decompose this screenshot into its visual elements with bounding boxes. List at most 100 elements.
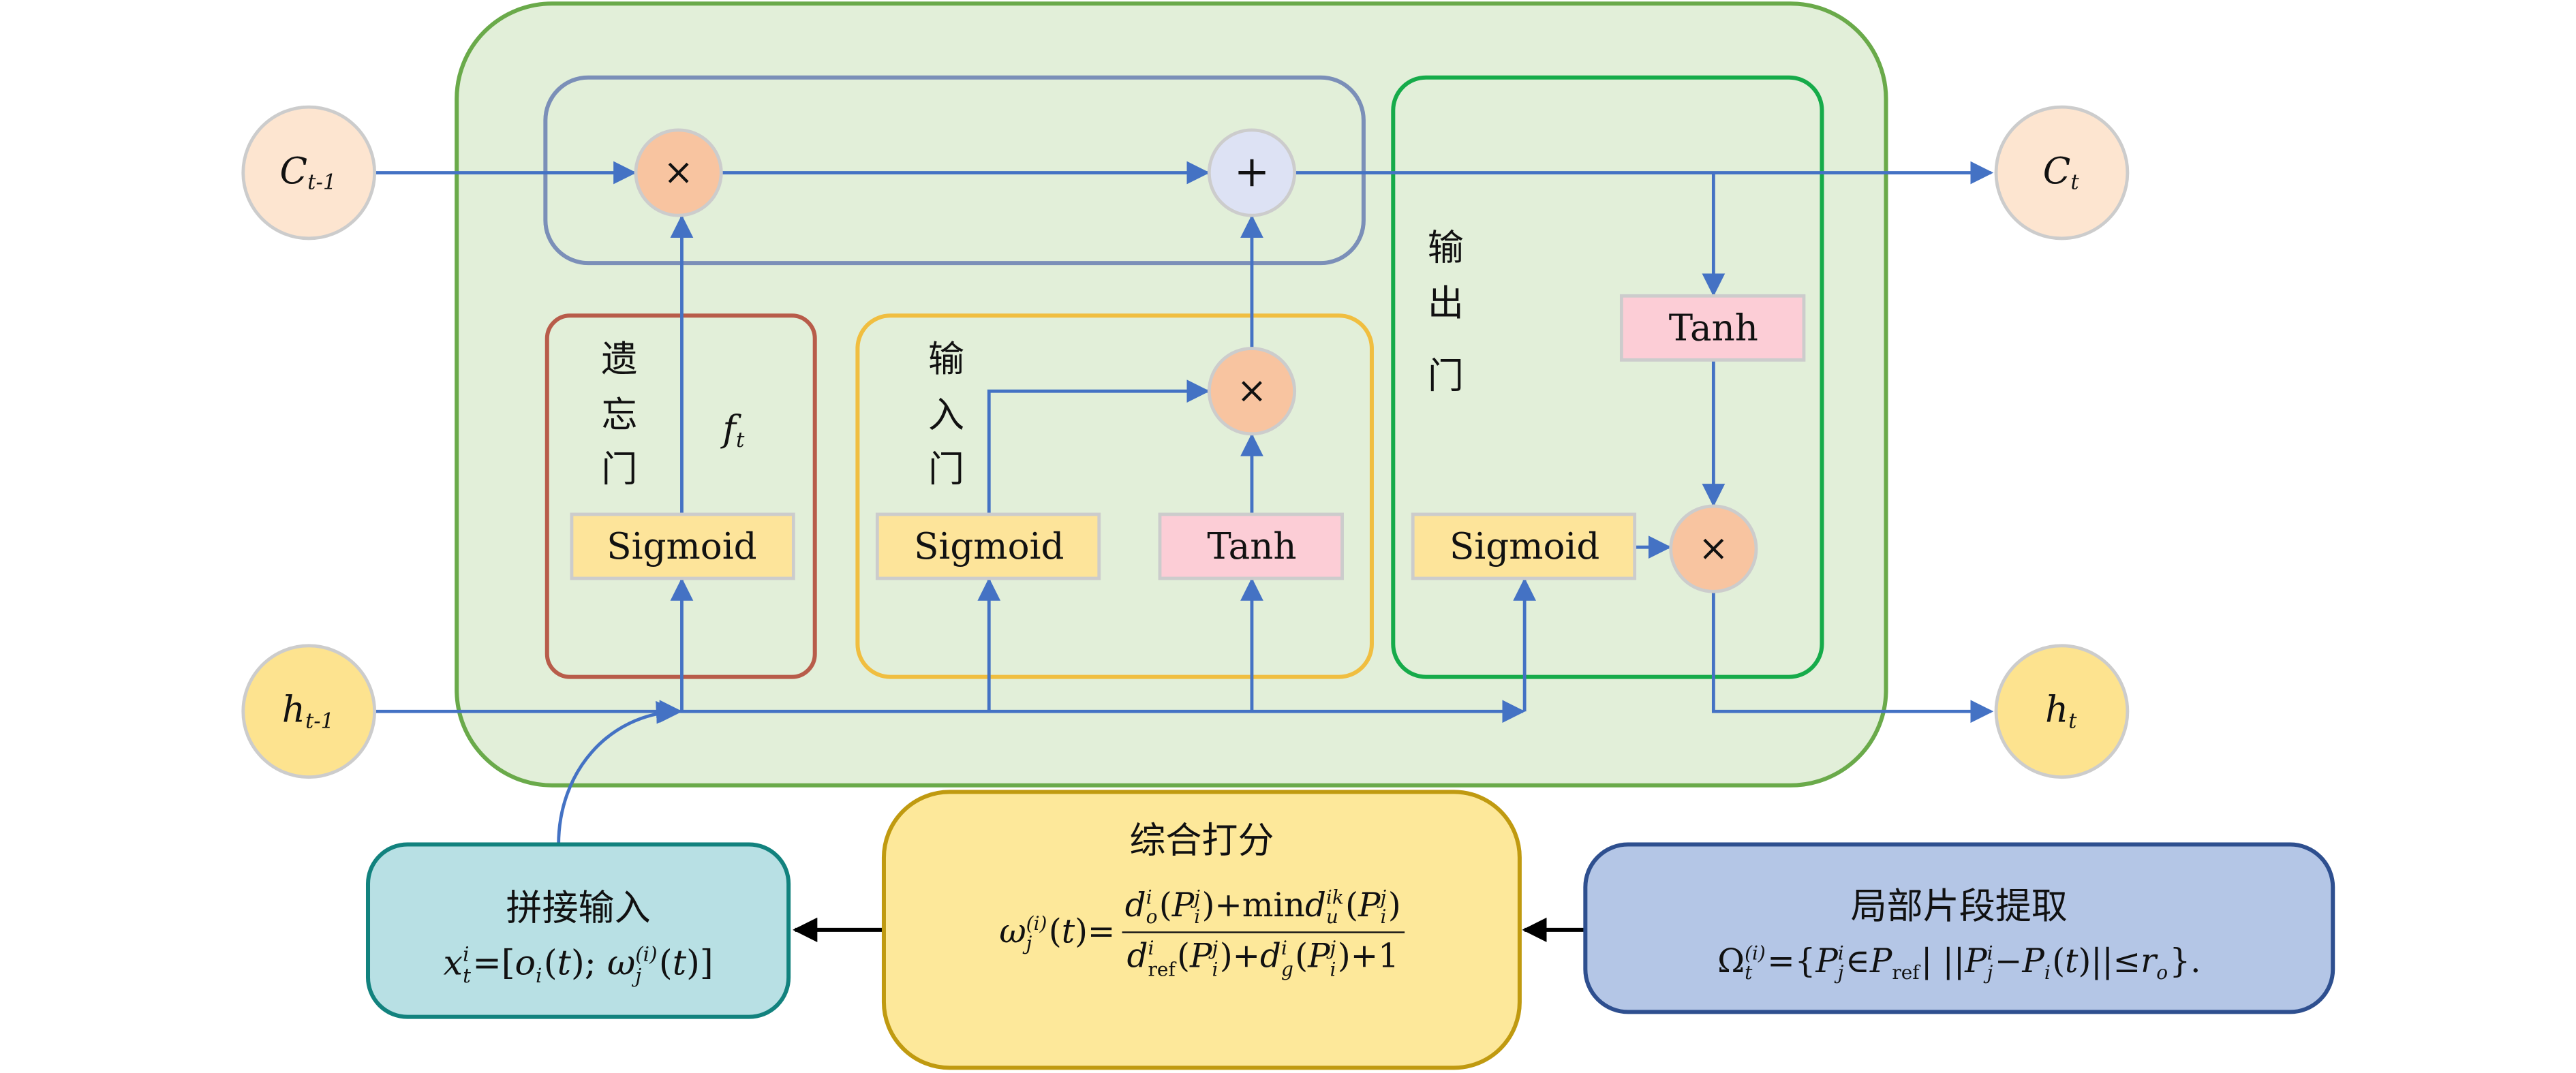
math-superscript: i bbox=[1987, 941, 1993, 965]
c-next-node bbox=[1994, 105, 2130, 240]
math-symbol: h bbox=[2044, 689, 2069, 732]
math-subscript: i bbox=[1194, 905, 1201, 929]
multiply-icon: × bbox=[663, 151, 693, 193]
concat-title: 拼接输入 bbox=[506, 888, 651, 930]
h-next-node bbox=[1994, 644, 2130, 779]
math-subscript: t-1 bbox=[305, 709, 335, 734]
output-tanh-box bbox=[1619, 294, 1806, 362]
math-operator: | || bbox=[1921, 940, 1965, 980]
input-sigmoid-box bbox=[875, 512, 1101, 580]
math-symbol: C bbox=[279, 151, 308, 193]
math-subscript: i bbox=[1380, 905, 1387, 929]
math-superscript: (i) bbox=[1026, 911, 1047, 935]
plus-icon: + bbox=[1234, 146, 1270, 196]
label-char: 门 bbox=[928, 448, 964, 491]
lstm-cell-container bbox=[455, 1, 1888, 788]
math-symbol: P bbox=[1171, 884, 1195, 924]
connections bbox=[374, 161, 1994, 845]
math-symbol: P bbox=[2022, 940, 2044, 980]
math-operator: )||≤ bbox=[2078, 940, 2141, 980]
math-symbol: ω bbox=[607, 943, 636, 983]
math-operator: ( bbox=[1177, 936, 1190, 976]
c-prev-node bbox=[241, 105, 377, 240]
cell-state-path-box bbox=[543, 75, 1366, 266]
math-subscript: i bbox=[1330, 957, 1336, 980]
c-next-label: C t bbox=[2043, 151, 2081, 195]
forget-signal-label: f t bbox=[722, 409, 746, 454]
math-symbol: h bbox=[281, 689, 305, 732]
output-multiply-node bbox=[1669, 504, 1758, 593]
math-superscript: j bbox=[1194, 885, 1200, 909]
math-superscript: j bbox=[1380, 885, 1387, 909]
math-subscript: t bbox=[736, 429, 745, 454]
math-operator: )= bbox=[1075, 910, 1116, 950]
math-operator: ( bbox=[1345, 884, 1359, 924]
math-superscript: i bbox=[1146, 885, 1152, 909]
math-superscript: j bbox=[1330, 937, 1336, 961]
math-superscript: (i) bbox=[635, 942, 658, 966]
math-subscript: u bbox=[1325, 905, 1338, 929]
math-symbol: C bbox=[2042, 151, 2071, 193]
math-symbol: x bbox=[443, 943, 463, 983]
math-subscript: t bbox=[463, 963, 471, 987]
math-operator: ( bbox=[543, 943, 557, 983]
forget-sigmoid-box bbox=[570, 512, 795, 580]
input-gate-label: 输 入 门 bbox=[928, 338, 964, 491]
math-subscript: j bbox=[1026, 931, 1032, 954]
math-operator: ) bbox=[1387, 884, 1401, 924]
math-symbol: t bbox=[2065, 940, 2079, 980]
output-sigmoid-label: Sigmoid bbox=[1450, 525, 1599, 567]
math-symbol: d bbox=[1126, 936, 1148, 976]
label-char: 门 bbox=[601, 448, 637, 491]
math-subscript: j bbox=[1837, 961, 1844, 984]
math-symbol: d bbox=[1124, 884, 1146, 924]
label-char: 输 bbox=[928, 338, 964, 380]
score-module bbox=[881, 790, 1522, 1070]
math-subscript: t bbox=[2070, 171, 2079, 196]
output-gate-box bbox=[1391, 75, 1824, 679]
input-multiply-node bbox=[1207, 347, 1297, 436]
math-operator: ( bbox=[2052, 940, 2066, 980]
label-char: 忘 bbox=[601, 394, 637, 436]
math-subscript: j bbox=[1987, 961, 1993, 984]
forget-sigmoid-label: Sigmoid bbox=[607, 525, 756, 567]
h-next-label: h t bbox=[2045, 689, 2079, 734]
math-subscript: j bbox=[635, 963, 642, 987]
cell-add-node bbox=[1207, 128, 1297, 217]
math-operator: ); bbox=[571, 943, 607, 983]
math-operator: ( bbox=[1159, 884, 1172, 924]
label-char: 出 bbox=[1428, 282, 1464, 324]
c-prev-label: C t-1 bbox=[280, 151, 338, 195]
math-operator: }. bbox=[2169, 940, 2201, 980]
math-symbol: P bbox=[1308, 936, 1330, 976]
local-segment-extraction-module bbox=[1583, 842, 2335, 1014]
math-symbol: t bbox=[672, 943, 687, 983]
math-symbol: P bbox=[1358, 884, 1381, 924]
input-sigmoid-label: Sigmoid bbox=[914, 525, 1064, 567]
score-title: 综合打分 bbox=[1129, 821, 1274, 863]
math-superscript: i bbox=[463, 942, 470, 966]
math-symbol: P bbox=[1815, 940, 1838, 980]
h-prev-label: h t-1 bbox=[282, 689, 336, 734]
math-symbol: P bbox=[1869, 940, 1892, 980]
math-symbol: t bbox=[1061, 910, 1075, 950]
math-subscript: t bbox=[2068, 709, 2077, 734]
math-symbol: r bbox=[2141, 940, 2157, 980]
math-symbol: ω bbox=[999, 910, 1026, 950]
math-symbol: o bbox=[515, 943, 536, 983]
forget-multiply-node bbox=[634, 128, 723, 217]
math-subscript: ref bbox=[1892, 961, 1920, 984]
math-operator: )] bbox=[686, 943, 714, 983]
math-operator: )+1 bbox=[1337, 936, 1399, 976]
score-lhs: ω(i)j (t)= bbox=[999, 913, 1115, 953]
math-operator: ( bbox=[1048, 910, 1062, 950]
concat-input-module bbox=[365, 842, 791, 1019]
math-symbol: d bbox=[1260, 936, 1281, 976]
forget-gate-label: 遗 忘 门 bbox=[601, 338, 637, 491]
math-symbol: t bbox=[557, 943, 572, 983]
